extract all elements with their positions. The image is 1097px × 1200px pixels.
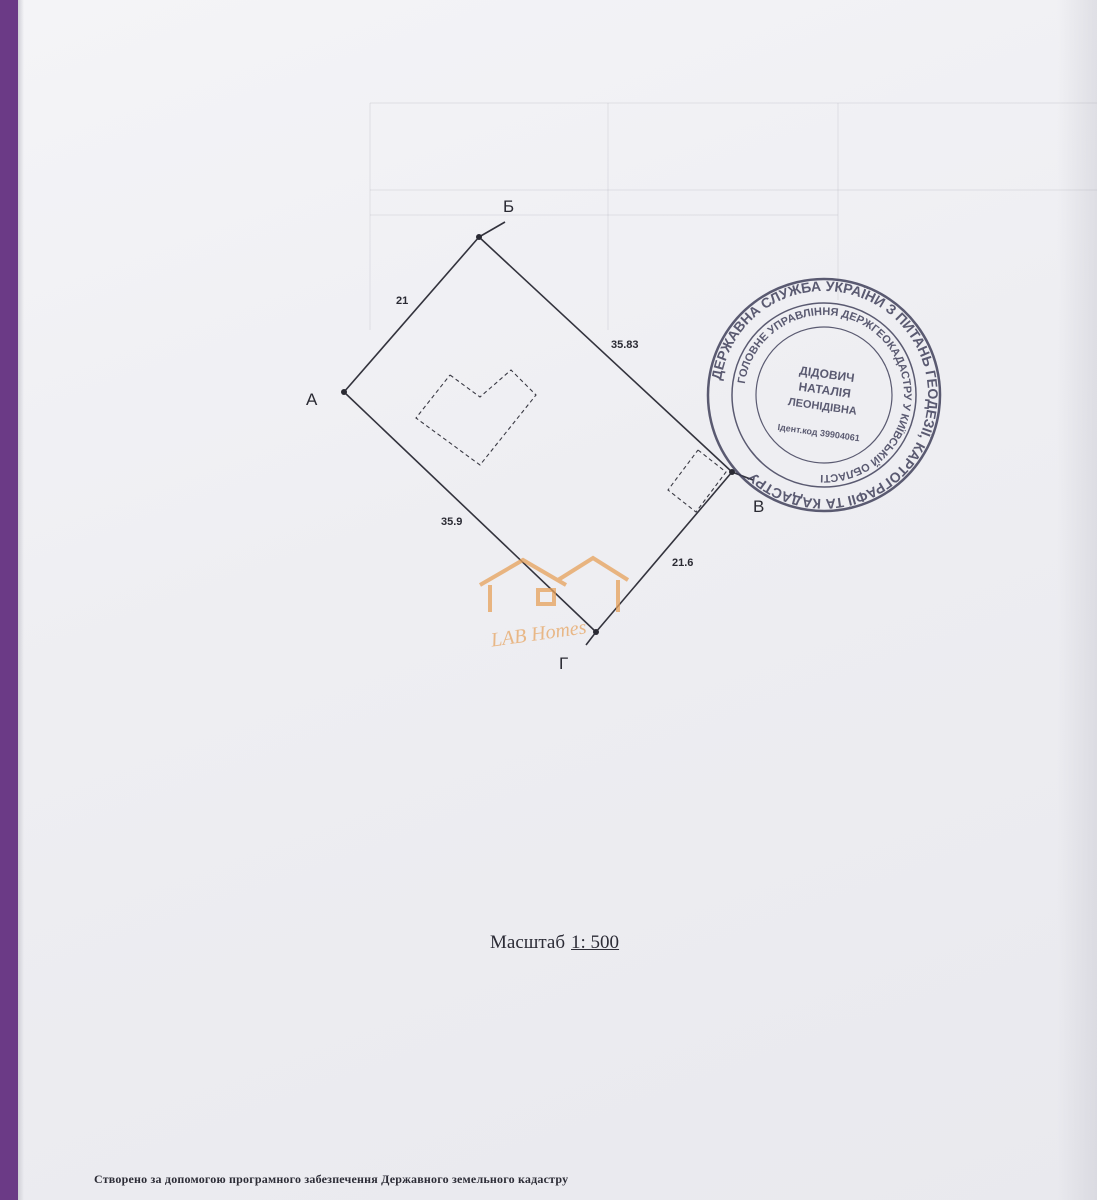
vertex-b bbox=[476, 234, 482, 240]
vertex-g bbox=[593, 629, 599, 635]
document-page: А Б В Г 21 35.83 35.9 21.6 LAB Homes bbox=[18, 0, 1097, 1200]
page-edge bbox=[18, 0, 24, 1200]
edge-length-bv: 35.83 bbox=[611, 339, 639, 351]
stamp-ident: Ідент.код 39904061 bbox=[777, 422, 860, 443]
watermark-logo: LAB Homes bbox=[478, 555, 630, 652]
point-label-a: А bbox=[306, 390, 318, 409]
boundary-bv bbox=[478, 236, 733, 473]
official-stamp: ДЕРЖАВНА СЛУЖБА УКРАЇНИ З ПИТАНЬ ГЕОДЕЗІ… bbox=[692, 263, 957, 528]
edge-length-ag: 35.9 bbox=[441, 516, 462, 528]
footer-note: Створено за допомогою програмного забезп… bbox=[94, 1172, 569, 1186]
point-label-b: Б bbox=[503, 197, 514, 216]
page-shadow bbox=[1057, 0, 1097, 1200]
point-label-g: Г bbox=[559, 654, 568, 673]
edge-length-ab: 21 bbox=[396, 295, 408, 307]
building-outline bbox=[415, 369, 537, 466]
point-label-v: В bbox=[753, 497, 764, 516]
boundary-ab bbox=[343, 236, 480, 393]
edge-length-gv: 21.6 bbox=[672, 557, 693, 569]
scale-label: Масштаб bbox=[490, 932, 566, 953]
bleed-through-table bbox=[369, 102, 1097, 330]
outbuilding-outline bbox=[667, 449, 727, 513]
scale-value: 1: 500 bbox=[571, 932, 620, 953]
vertex-v bbox=[729, 469, 735, 475]
vertex-a bbox=[341, 389, 347, 395]
